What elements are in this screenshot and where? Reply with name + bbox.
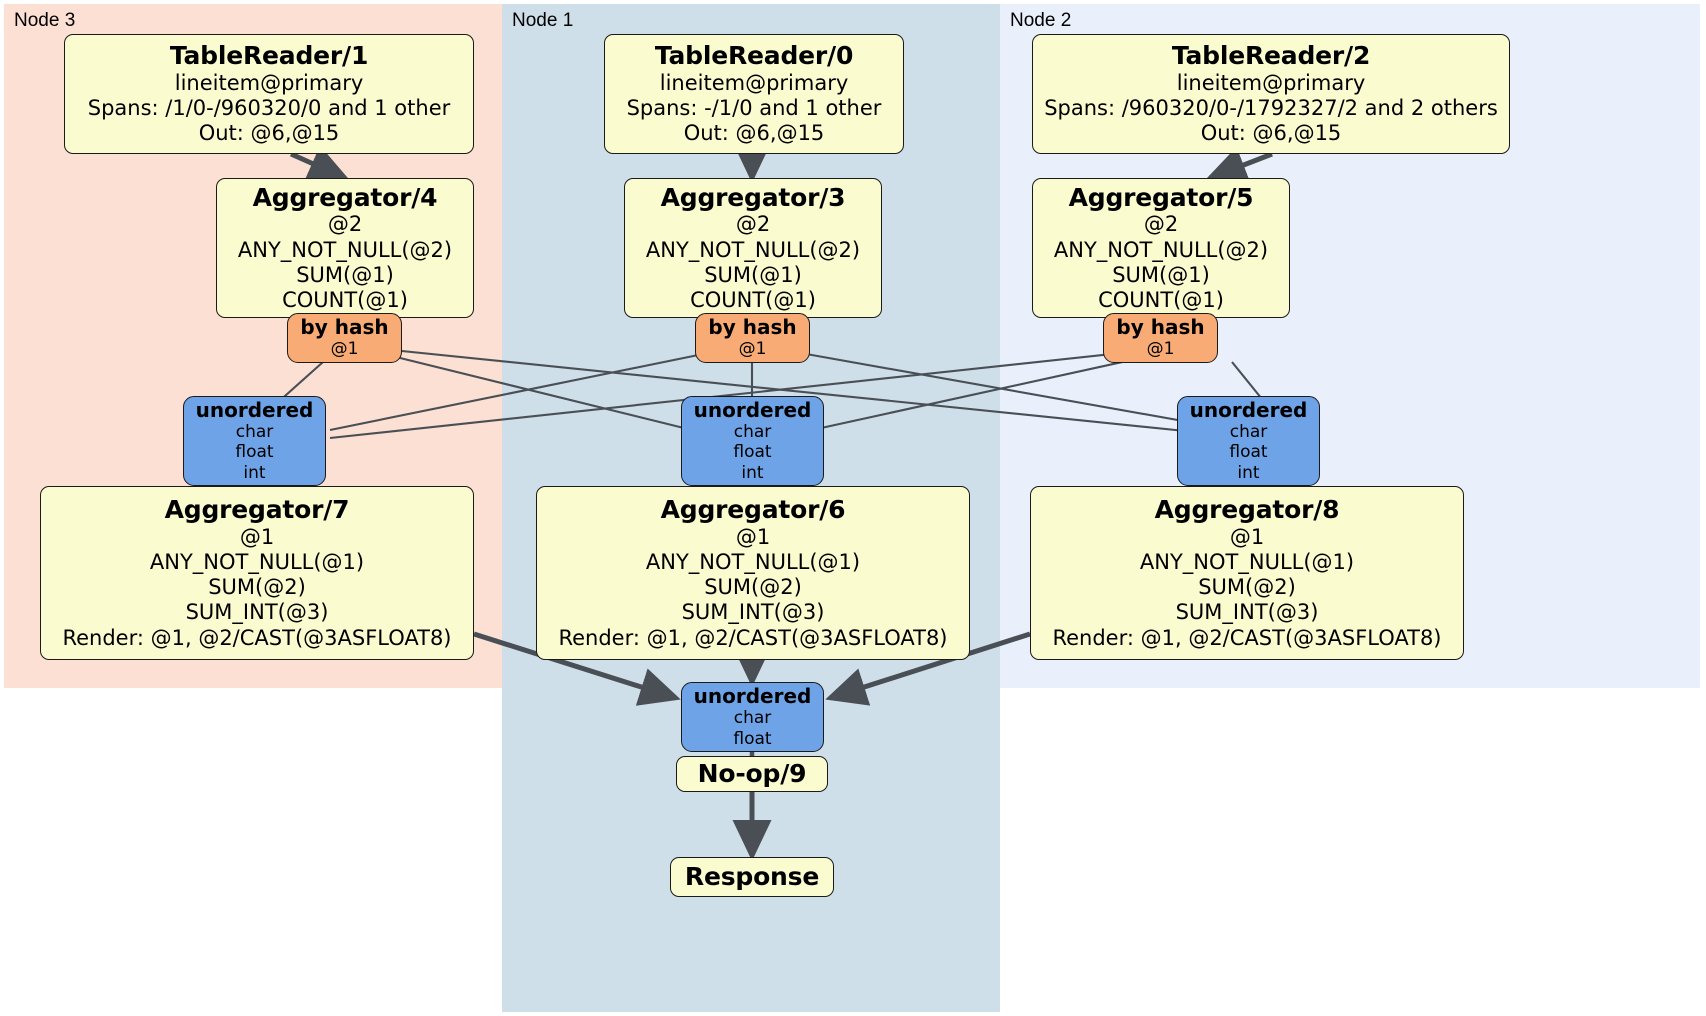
router-line: float (235, 442, 274, 463)
processor-line: COUNT(@1) (282, 287, 408, 312)
router-line: @1 (330, 339, 359, 360)
processor-line: SUM(@1) (1112, 262, 1210, 287)
processor-line: Out: @6,@15 (683, 121, 825, 146)
router-title: unordered (693, 684, 812, 709)
processor-line: @1 (239, 524, 275, 549)
processor-aggregator-4[interactable]: Aggregator/4 @2 ANY_NOT_NULL(@2) SUM(@1)… (216, 178, 474, 318)
router-title: by hash (300, 315, 389, 340)
router-line: float (1229, 442, 1268, 463)
processor-title: TableReader/0 (654, 41, 854, 71)
processor-noop-9[interactable]: No-op/9 (676, 756, 828, 792)
processor-line: @1 (735, 524, 771, 549)
processor-line: COUNT(@1) (1098, 287, 1224, 312)
router-unordered-8[interactable]: unordered char float int (1177, 396, 1320, 486)
processor-line: SUM(@2) (208, 575, 306, 600)
router-by-hash-3[interactable]: by hash @1 (695, 313, 810, 363)
router-by-hash-4[interactable]: by hash @1 (287, 313, 402, 363)
processor-line: COUNT(@1) (690, 287, 816, 312)
processor-title: Response (684, 862, 820, 892)
processor-line: Render: @1, @2/CAST(@3ASFLOAT8) (558, 625, 948, 650)
processor-line: SUM(@1) (704, 262, 802, 287)
processor-title: Aggregator/8 (1154, 495, 1340, 525)
processor-line: ANY_NOT_NULL(@2) (645, 237, 861, 262)
processor-title: TableReader/2 (1171, 41, 1371, 71)
processor-line: ANY_NOT_NULL(@1) (1139, 549, 1355, 574)
processor-title: TableReader/1 (169, 41, 369, 71)
processor-line: lineitem@primary (174, 70, 364, 95)
router-unordered-final[interactable]: unordered char float (681, 682, 824, 752)
processor-line: SUM_INT(@3) (1175, 600, 1319, 625)
processor-tablereader-0[interactable]: TableReader/0 lineitem@primary Spans: -/… (604, 34, 904, 154)
processor-tablereader-2[interactable]: TableReader/2 lineitem@primary Spans: /9… (1032, 34, 1510, 154)
node-panel-label-node2: Node 2 (1010, 10, 1072, 31)
processor-line: ANY_NOT_NULL(@2) (237, 237, 453, 262)
processor-aggregator-8[interactable]: Aggregator/8 @1 ANY_NOT_NULL(@1) SUM(@2)… (1030, 486, 1464, 660)
router-line: char (733, 422, 772, 443)
processor-line: ANY_NOT_NULL(@2) (1053, 237, 1269, 262)
processor-line: SUM(@1) (296, 262, 394, 287)
processor-line: Render: @1, @2/CAST(@3ASFLOAT8) (62, 625, 452, 650)
processor-title: Aggregator/5 (1068, 182, 1254, 212)
router-line: int (243, 462, 266, 483)
processor-line: Spans: -/1/0 and 1 other (626, 96, 882, 121)
processor-line: Out: @6,@15 (1200, 121, 1342, 146)
router-title: unordered (693, 398, 812, 423)
router-title: unordered (195, 398, 314, 423)
processor-line: lineitem@primary (659, 70, 849, 95)
router-line: float (733, 728, 772, 749)
router-line: int (1237, 462, 1260, 483)
node-panel-label-node3: Node 3 (14, 10, 76, 31)
router-title: by hash (1116, 315, 1205, 340)
router-line: char (1229, 422, 1268, 443)
processor-aggregator-7[interactable]: Aggregator/7 @1 ANY_NOT_NULL(@1) SUM(@2)… (40, 486, 474, 660)
processor-line: Out: @6,@15 (198, 121, 340, 146)
router-unordered-7[interactable]: unordered char float int (183, 396, 326, 486)
processor-line: Render: @1, @2/CAST(@3ASFLOAT8) (1052, 625, 1442, 650)
processor-title: Aggregator/7 (164, 495, 350, 525)
router-by-hash-5[interactable]: by hash @1 (1103, 313, 1218, 363)
router-line: @1 (1146, 339, 1175, 360)
processor-line: SUM(@2) (704, 575, 802, 600)
processor-line: SUM_INT(@3) (185, 600, 329, 625)
processor-line: Spans: /960320/0-/1792327/2 and 2 others (1044, 96, 1498, 121)
processor-aggregator-6[interactable]: Aggregator/6 @1 ANY_NOT_NULL(@1) SUM(@2)… (536, 486, 970, 660)
processor-title: No-op/9 (697, 759, 807, 789)
router-line: int (741, 462, 764, 483)
processor-tablereader-1[interactable]: TableReader/1 lineitem@primary Spans: /1… (64, 34, 474, 154)
processor-response[interactable]: Response (670, 857, 834, 897)
processor-aggregator-5[interactable]: Aggregator/5 @2 ANY_NOT_NULL(@2) SUM(@1)… (1032, 178, 1290, 318)
processor-line: lineitem@primary (1176, 70, 1366, 95)
router-title: by hash (708, 315, 797, 340)
processor-aggregator-3[interactable]: Aggregator/3 @2 ANY_NOT_NULL(@2) SUM(@1)… (624, 178, 882, 318)
processor-line: ANY_NOT_NULL(@1) (149, 549, 365, 574)
processor-line: @1 (1229, 524, 1265, 549)
processor-line: @2 (735, 212, 771, 237)
processor-line: Spans: /1/0-/960320/0 and 1 other (87, 96, 451, 121)
processor-title: Aggregator/4 (252, 182, 438, 212)
router-line: @1 (738, 339, 767, 360)
router-line: float (733, 442, 772, 463)
processor-title: Aggregator/6 (660, 495, 846, 525)
router-line: char (235, 422, 274, 443)
processor-line: @2 (1143, 212, 1179, 237)
router-line: char (733, 708, 772, 729)
router-unordered-6[interactable]: unordered char float int (681, 396, 824, 486)
processor-line: SUM(@2) (1198, 575, 1296, 600)
processor-line: @2 (327, 212, 363, 237)
processor-title: Aggregator/3 (660, 182, 846, 212)
processor-line: ANY_NOT_NULL(@1) (645, 549, 861, 574)
processor-line: SUM_INT(@3) (681, 600, 825, 625)
node-panel-label-node1: Node 1 (512, 10, 574, 31)
router-title: unordered (1189, 398, 1308, 423)
